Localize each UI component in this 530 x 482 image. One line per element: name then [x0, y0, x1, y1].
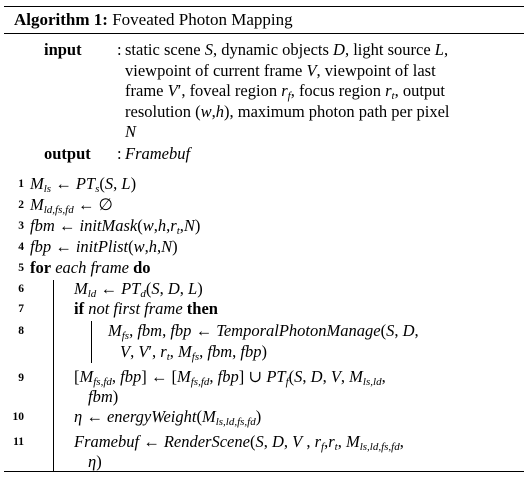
output-value: Framebuf [125, 144, 191, 163]
line-number: 10 [12, 411, 25, 423]
input-line-5: N [125, 122, 137, 141]
code-line-9a: [Mfs,fd, fbp] ← [Mfs,fd, fbp] ∪ PTf(S, D… [74, 367, 386, 388]
code-line-4: fbp ← initPlist(w,h,N) [30, 237, 178, 256]
code-line-3: fbm ← initMask(w,h,rt,N) [30, 216, 201, 237]
input-line-1: static scene S, dynamic objects D, light… [125, 40, 449, 59]
algorithm-caption: Algorithm 1: Foveated Photon Mapping [14, 9, 293, 31]
line-number: 7 [18, 303, 24, 315]
keyword-then: then [186, 299, 218, 318]
each-frame-text: each frame [55, 258, 129, 277]
line-number: 4 [18, 241, 24, 253]
code-line-8b: V, V′, rt, Mfs, fbm, fbp) [120, 342, 267, 363]
not-first-frame-text: not first frame [88, 299, 183, 318]
line-number: 9 [18, 372, 24, 384]
output-label: output [44, 144, 91, 163]
code-line-10: η ← energyWeight(Mls,ld,fs,fd) [74, 407, 262, 428]
keyword-for: for [30, 258, 52, 277]
code-line-7: if not first frame then [74, 299, 218, 319]
line-number: 5 [18, 262, 24, 274]
bottom-rule [4, 471, 524, 472]
line-number: 8 [18, 325, 24, 337]
top-rule [4, 6, 524, 7]
input-line-2: viewpoint of current frame V, viewpoint … [125, 60, 436, 80]
input-description: static scene S, dynamic objects D, light… [125, 40, 520, 143]
caption-rule [4, 33, 524, 34]
if-block-rule [91, 321, 92, 363]
code-line-11a: Framebuf ← RenderScene(S, D, V , rf,rt, … [74, 432, 404, 453]
input-colon: : [117, 40, 122, 59]
code-line-9b: fbm) [88, 387, 119, 406]
caption-label: Algorithm 1: [14, 10, 108, 29]
code-line-5: for each frame do [30, 258, 151, 278]
input-label: input [44, 40, 82, 59]
input-line-4: resolution (w,h), maximum photon path pe… [125, 101, 450, 121]
code-line-1: Mls ← PTs(S, L) [30, 174, 137, 195]
line-number: 3 [18, 220, 24, 232]
code-line-11b: η) [88, 452, 102, 471]
code-line-6: Mld ← PTd(S, D, L) [74, 279, 203, 300]
code-line-8a: Mfs, fbm, fbp ← TemporalPhotonManage(S, … [108, 321, 419, 342]
for-block-rule [53, 280, 54, 472]
keyword-if: if [74, 299, 85, 318]
algorithm-box: Algorithm 1: Foveated Photon Mapping inp… [4, 4, 524, 476]
keyword-do: do [133, 258, 151, 277]
output-colon: : [117, 144, 122, 163]
caption-title: Foveated Photon Mapping [112, 10, 293, 29]
code-line-2: Mld,fs,fd ← ∅ [30, 195, 113, 216]
line-number: 6 [18, 283, 24, 295]
line-number: 1 [18, 178, 24, 190]
line-number: 2 [18, 199, 24, 211]
line-number: 11 [13, 436, 24, 448]
input-line-3: frame V′, foveal region rf, focus region… [125, 81, 445, 102]
